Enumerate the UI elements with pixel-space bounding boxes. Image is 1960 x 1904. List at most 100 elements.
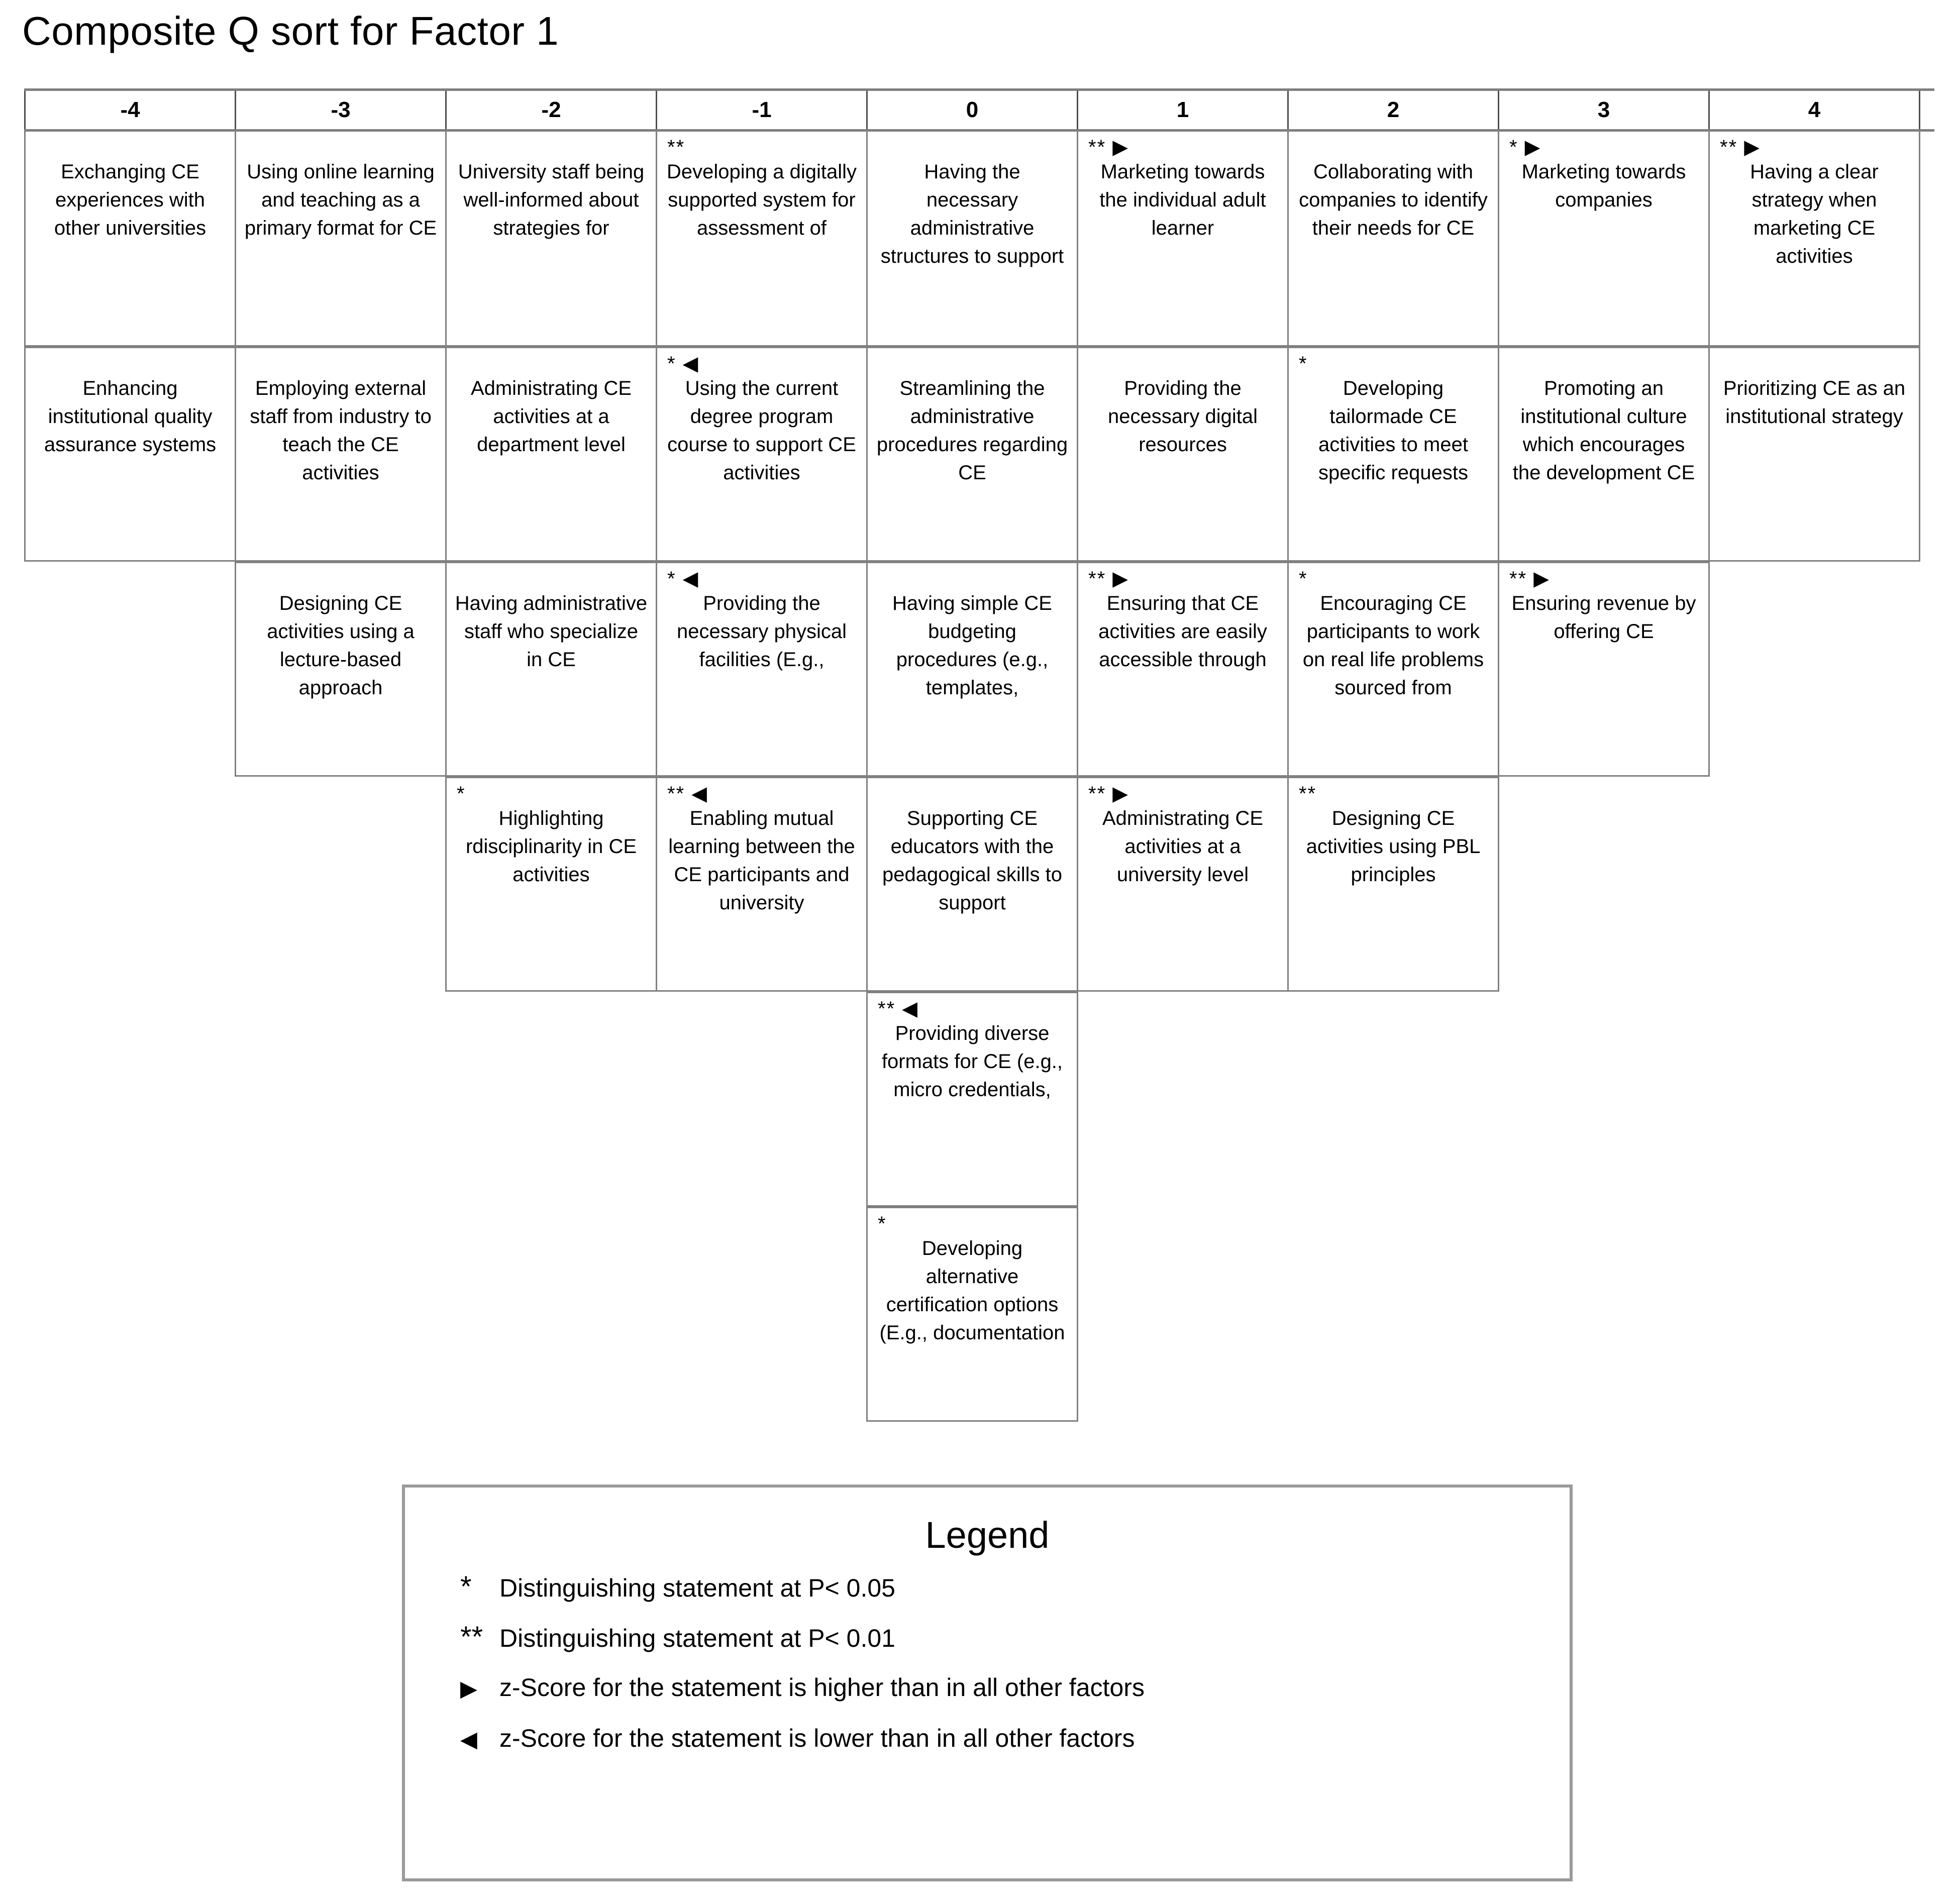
grid-row: Enhancing institutional quality assuranc…: [24, 347, 1934, 562]
grid-body: Exchanging CE experiences with other uni…: [24, 132, 1934, 1422]
statement-text: Providing the necessary physical facilit…: [677, 592, 847, 671]
statement-text: Ensuring that CE activities are easily a…: [1098, 592, 1267, 671]
empty-cell: [1077, 1207, 1289, 1422]
column-header-neg1: -1: [656, 91, 868, 129]
significance-markers: ** ▶: [1088, 568, 1129, 590]
statement-card[interactable]: ** ▶Ensuring revenue by offering CE: [1498, 562, 1710, 777]
column-header-neg3: -3: [235, 91, 447, 129]
significance-markers: **: [667, 136, 685, 158]
statement-text: Using the current degree program course …: [667, 377, 856, 484]
statement-text: Designing CE activities using a lecture-…: [267, 592, 415, 699]
statement-card[interactable]: Exchanging CE experiences with other uni…: [24, 132, 236, 347]
statement-text: Collaborating with companies to identify…: [1299, 161, 1488, 239]
significance-markers: *: [457, 783, 466, 805]
statement-text: Using online learning and teaching as a …: [244, 161, 437, 239]
statement-text: University staff being well-informed abo…: [458, 161, 645, 239]
empty-cell: [1077, 992, 1289, 1207]
statement-card[interactable]: Having simple CE budgeting procedures (e…: [866, 562, 1078, 777]
significance-markers: * ◀: [667, 568, 699, 590]
empty-cell: [1708, 992, 1920, 1207]
empty-cell: [656, 992, 868, 1207]
legend-item-text: z-Score for the statement is lower than …: [499, 1724, 1135, 1752]
significance-markers: ** ▶: [1088, 136, 1129, 158]
legend-title: Legend: [925, 1514, 1050, 1556]
significance-markers: **: [1299, 783, 1317, 805]
column-header-3: 3: [1498, 91, 1710, 129]
statement-card[interactable]: Providing the necessary digital resource…: [1077, 347, 1289, 562]
significance-markers: [243, 568, 438, 589]
statement-card[interactable]: * ▶Marketing towards companies: [1498, 132, 1710, 347]
statement-card[interactable]: Collaborating with companies to identify…: [1287, 132, 1499, 347]
grid-row: *Developing alternative certification op…: [24, 1207, 1934, 1422]
statement-text: Employing external staff from industry t…: [250, 377, 432, 484]
statement-text: Developing tailormade CE activities to m…: [1318, 377, 1468, 484]
column-header-neg4: -4: [24, 91, 236, 129]
legend-box: Legend *Distinguishing statement at P< 0…: [402, 1485, 1573, 1881]
statement-card[interactable]: ** ◀Providing diverse formats for CE (e.…: [866, 992, 1078, 1207]
statement-card[interactable]: Administrating CE activities at a depart…: [445, 347, 657, 562]
statement-text: Ensuring revenue by offering CE: [1511, 592, 1696, 643]
statement-card[interactable]: *Highlighting rdisciplinarity in CE acti…: [445, 777, 657, 992]
grid-row: Exchanging CE experiences with other uni…: [24, 132, 1934, 347]
statement-text: Prioritizing CE as an institutional stra…: [1723, 377, 1906, 428]
statement-card[interactable]: *Developing tailormade CE activities to …: [1287, 347, 1499, 562]
statement-card[interactable]: University staff being well-informed abo…: [445, 132, 657, 347]
statement-text: Having a clear strategy when marketing C…: [1750, 161, 1879, 267]
grid-row: ** ◀Providing diverse formats for CE (e.…: [24, 992, 1934, 1207]
legend-list: *Distinguishing statement at P< 0.05**Di…: [405, 1570, 1570, 1753]
legend-item: ** Distinguishing statement at P< 0.01: [460, 1621, 1570, 1653]
significance-markers: *: [1299, 568, 1308, 590]
statement-card[interactable]: * ◀Using the current degree program cour…: [656, 347, 868, 562]
legend-item: ◀ z-Score for the statement is lower than…: [460, 1725, 1570, 1753]
grid-row: Designing CE activities using a lecture-…: [24, 562, 1934, 777]
statement-text: Having the necessary administrative stru…: [880, 161, 1064, 267]
statement-text: Encouraging CE participants to work on r…: [1302, 592, 1484, 699]
statement-text: Marketing towards the individual adult l…: [1099, 161, 1266, 239]
significance-markers: [33, 353, 228, 374]
significance-markers: ** ◀: [667, 783, 708, 805]
empty-cell: [656, 1207, 868, 1422]
statement-card[interactable]: ** ◀Enabling mutual learning between the…: [656, 777, 868, 992]
double-star-icon: **: [460, 1621, 483, 1653]
statement-card[interactable]: *Developing alternative certification op…: [866, 1207, 1078, 1422]
statement-card[interactable]: **Designing CE activities using PBL prin…: [1287, 777, 1499, 992]
statement-card[interactable]: Having administrative staff who speciali…: [445, 562, 657, 777]
column-header-4: 4: [1708, 91, 1920, 129]
statement-card[interactable]: ** ▶Ensuring that CE activities are easi…: [1077, 562, 1289, 777]
empty-cell: [235, 992, 447, 1207]
statement-text: Exchanging CE experiences with other uni…: [54, 161, 207, 239]
empty-cell: [445, 1207, 657, 1422]
legend-item: ▶z-Score for the statement is higher tha…: [460, 1674, 1570, 1702]
statement-card[interactable]: Prioritizing CE as an institutional stra…: [1708, 347, 1920, 562]
statement-text: Providing diverse formats for CE (e.g., …: [881, 1022, 1063, 1101]
statement-text: Marketing towards companies: [1521, 161, 1686, 211]
statement-card[interactable]: ** ▶ Having a clear strategy when marketi…: [1708, 132, 1920, 347]
statement-card[interactable]: Having the necessary administrative stru…: [866, 132, 1078, 347]
statement-card[interactable]: **Developing a digitally supported syste…: [656, 132, 868, 347]
statement-card[interactable]: * ◀Providing the necessary physical faci…: [656, 562, 868, 777]
significance-markers: [243, 137, 438, 158]
column-header-2: 2: [1287, 91, 1499, 129]
statement-card[interactable]: *Encouraging CE participants to work on …: [1287, 562, 1499, 777]
statement-text: Enabling mutual learning between the CE …: [668, 807, 855, 914]
empty-cell: [1498, 1207, 1710, 1422]
significance-markers: [875, 137, 1070, 158]
statement-card[interactable]: ** ▶ Marketing towards the individual adu…: [1077, 132, 1289, 347]
statement-card[interactable]: Enhancing institutional quality assuranc…: [24, 347, 236, 562]
single-star-icon: *: [460, 1570, 472, 1603]
statement-card[interactable]: Streamlining the administrative procedur…: [866, 347, 1078, 562]
statement-card[interactable]: Designing CE activities using a lecture-…: [235, 562, 447, 777]
statement-card[interactable]: Employing external staff from industry t…: [235, 347, 447, 562]
left-triangle-icon: ◀: [460, 1727, 477, 1752]
statement-card[interactable]: ** ▶Administrating CE activities at a un…: [1077, 777, 1289, 992]
statement-card[interactable]: Using online learning and teaching as a …: [235, 132, 447, 347]
significance-markers: [1296, 137, 1491, 158]
statement-text: Administrating CE activities at a depart…: [470, 377, 632, 456]
legend-item-text: Distinguishing statement at P< 0.01: [499, 1624, 895, 1652]
statement-card[interactable]: Supporting CE educators with the pedagog…: [866, 777, 1078, 992]
significance-markers: ** ▶: [1720, 136, 1761, 158]
statement-card[interactable]: Promoting an institutional culture which…: [1498, 347, 1710, 562]
significance-markers: [1717, 353, 1912, 374]
